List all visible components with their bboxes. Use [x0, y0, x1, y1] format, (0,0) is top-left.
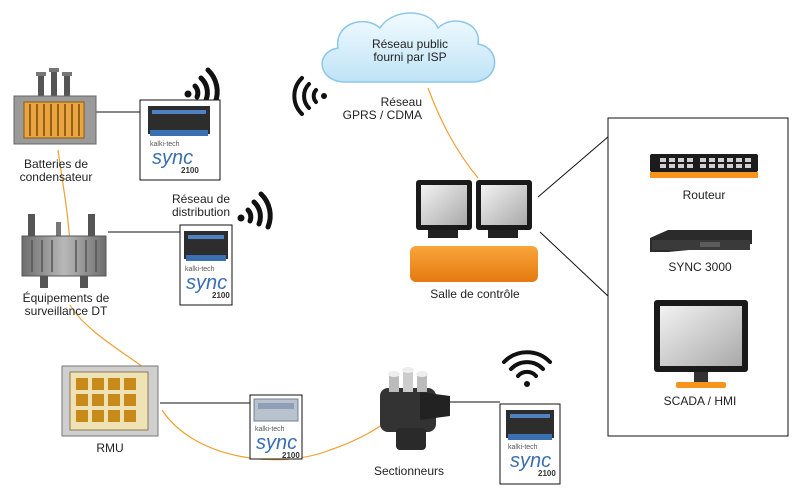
link-cloud-to-control	[427, 87, 479, 179]
cloud-label-line1: Réseau public	[371, 37, 449, 51]
sync-device-distribution	[179, 224, 233, 306]
sync-device-sectionneurs	[499, 403, 561, 485]
sync-logo-word: sync	[256, 432, 298, 454]
scada-label: SCADA / HMI	[663, 394, 737, 408]
dt-monitoring-label: Équipements de surveillance DT	[8, 292, 124, 318]
sync-logo-word: sync	[152, 147, 194, 169]
rmu-label: RMU	[96, 441, 124, 455]
sync3000-label: SYNC 3000	[668, 260, 732, 274]
rmu-cabinet-icon	[61, 365, 159, 437]
communication-links	[57, 87, 479, 461]
wifi-icon	[502, 350, 552, 387]
capacitor-bank-icon	[13, 68, 97, 145]
dt-label-line2: surveillance DT	[24, 304, 108, 318]
sync-logo-brand: kalki-tech	[185, 266, 215, 273]
signal-icon	[184, 67, 220, 106]
sync-logo-brand: kalki-tech	[150, 141, 180, 148]
link-rmu-to-sectionneurs	[161, 409, 393, 461]
cloud-label: Réseau public fourni par ISP	[360, 38, 460, 64]
router-icon	[650, 154, 758, 178]
sectionneurs-label: Sectionneurs	[373, 464, 445, 478]
capacitor-label-line2: condensateur	[19, 170, 93, 184]
capacitor-label-line1: Batteries de	[23, 157, 89, 171]
isp-cloud	[321, 12, 496, 83]
sync-logo-word: sync	[510, 450, 552, 472]
gprs-label: Réseau GPRS / CDMA	[326, 96, 422, 122]
link-capacitor-to-dt	[57, 149, 71, 246]
gprs-signal-icon	[292, 76, 327, 116]
gprs-label-line2: GPRS / CDMA	[342, 108, 422, 122]
sync-logo-brand: kalki-tech	[508, 444, 538, 451]
distribution-network-label: Réseau de distribution	[150, 193, 230, 219]
sync3000-rack-icon	[650, 230, 752, 252]
control-room-monitors	[410, 180, 538, 282]
control-room-label: Salle de contrôle	[430, 287, 520, 301]
distribution-label-line1: Réseau de	[171, 192, 230, 206]
gprs-label-line1: Réseau	[380, 95, 422, 109]
sync-device-capacitor	[139, 99, 221, 181]
distribution-label-line2: distribution	[171, 205, 230, 219]
sync-logo-word: sync	[186, 272, 228, 294]
sectionneurs-icon	[380, 367, 450, 450]
scada-monitor-icon	[654, 300, 748, 388]
sync-logo-model: 2100	[538, 469, 556, 478]
dt-transformer-icon	[21, 214, 107, 288]
capacitor-label: Batteries de condensateur	[6, 158, 106, 184]
sync-device-rmu	[249, 394, 303, 460]
sync-logo-model: 2100	[212, 291, 230, 300]
sync-logo-model: 2100	[181, 166, 199, 175]
sync-logo-model: 2100	[282, 451, 300, 460]
sync-logo-brand: kalki-tech	[255, 426, 285, 433]
link-dt-to-rmu	[69, 304, 151, 373]
signal-icon	[237, 191, 273, 230]
dt-label-line1: Équipements de	[22, 291, 110, 305]
cloud-label-line2: fourni par ISP	[373, 50, 447, 64]
router-label: Routeur	[682, 188, 726, 202]
